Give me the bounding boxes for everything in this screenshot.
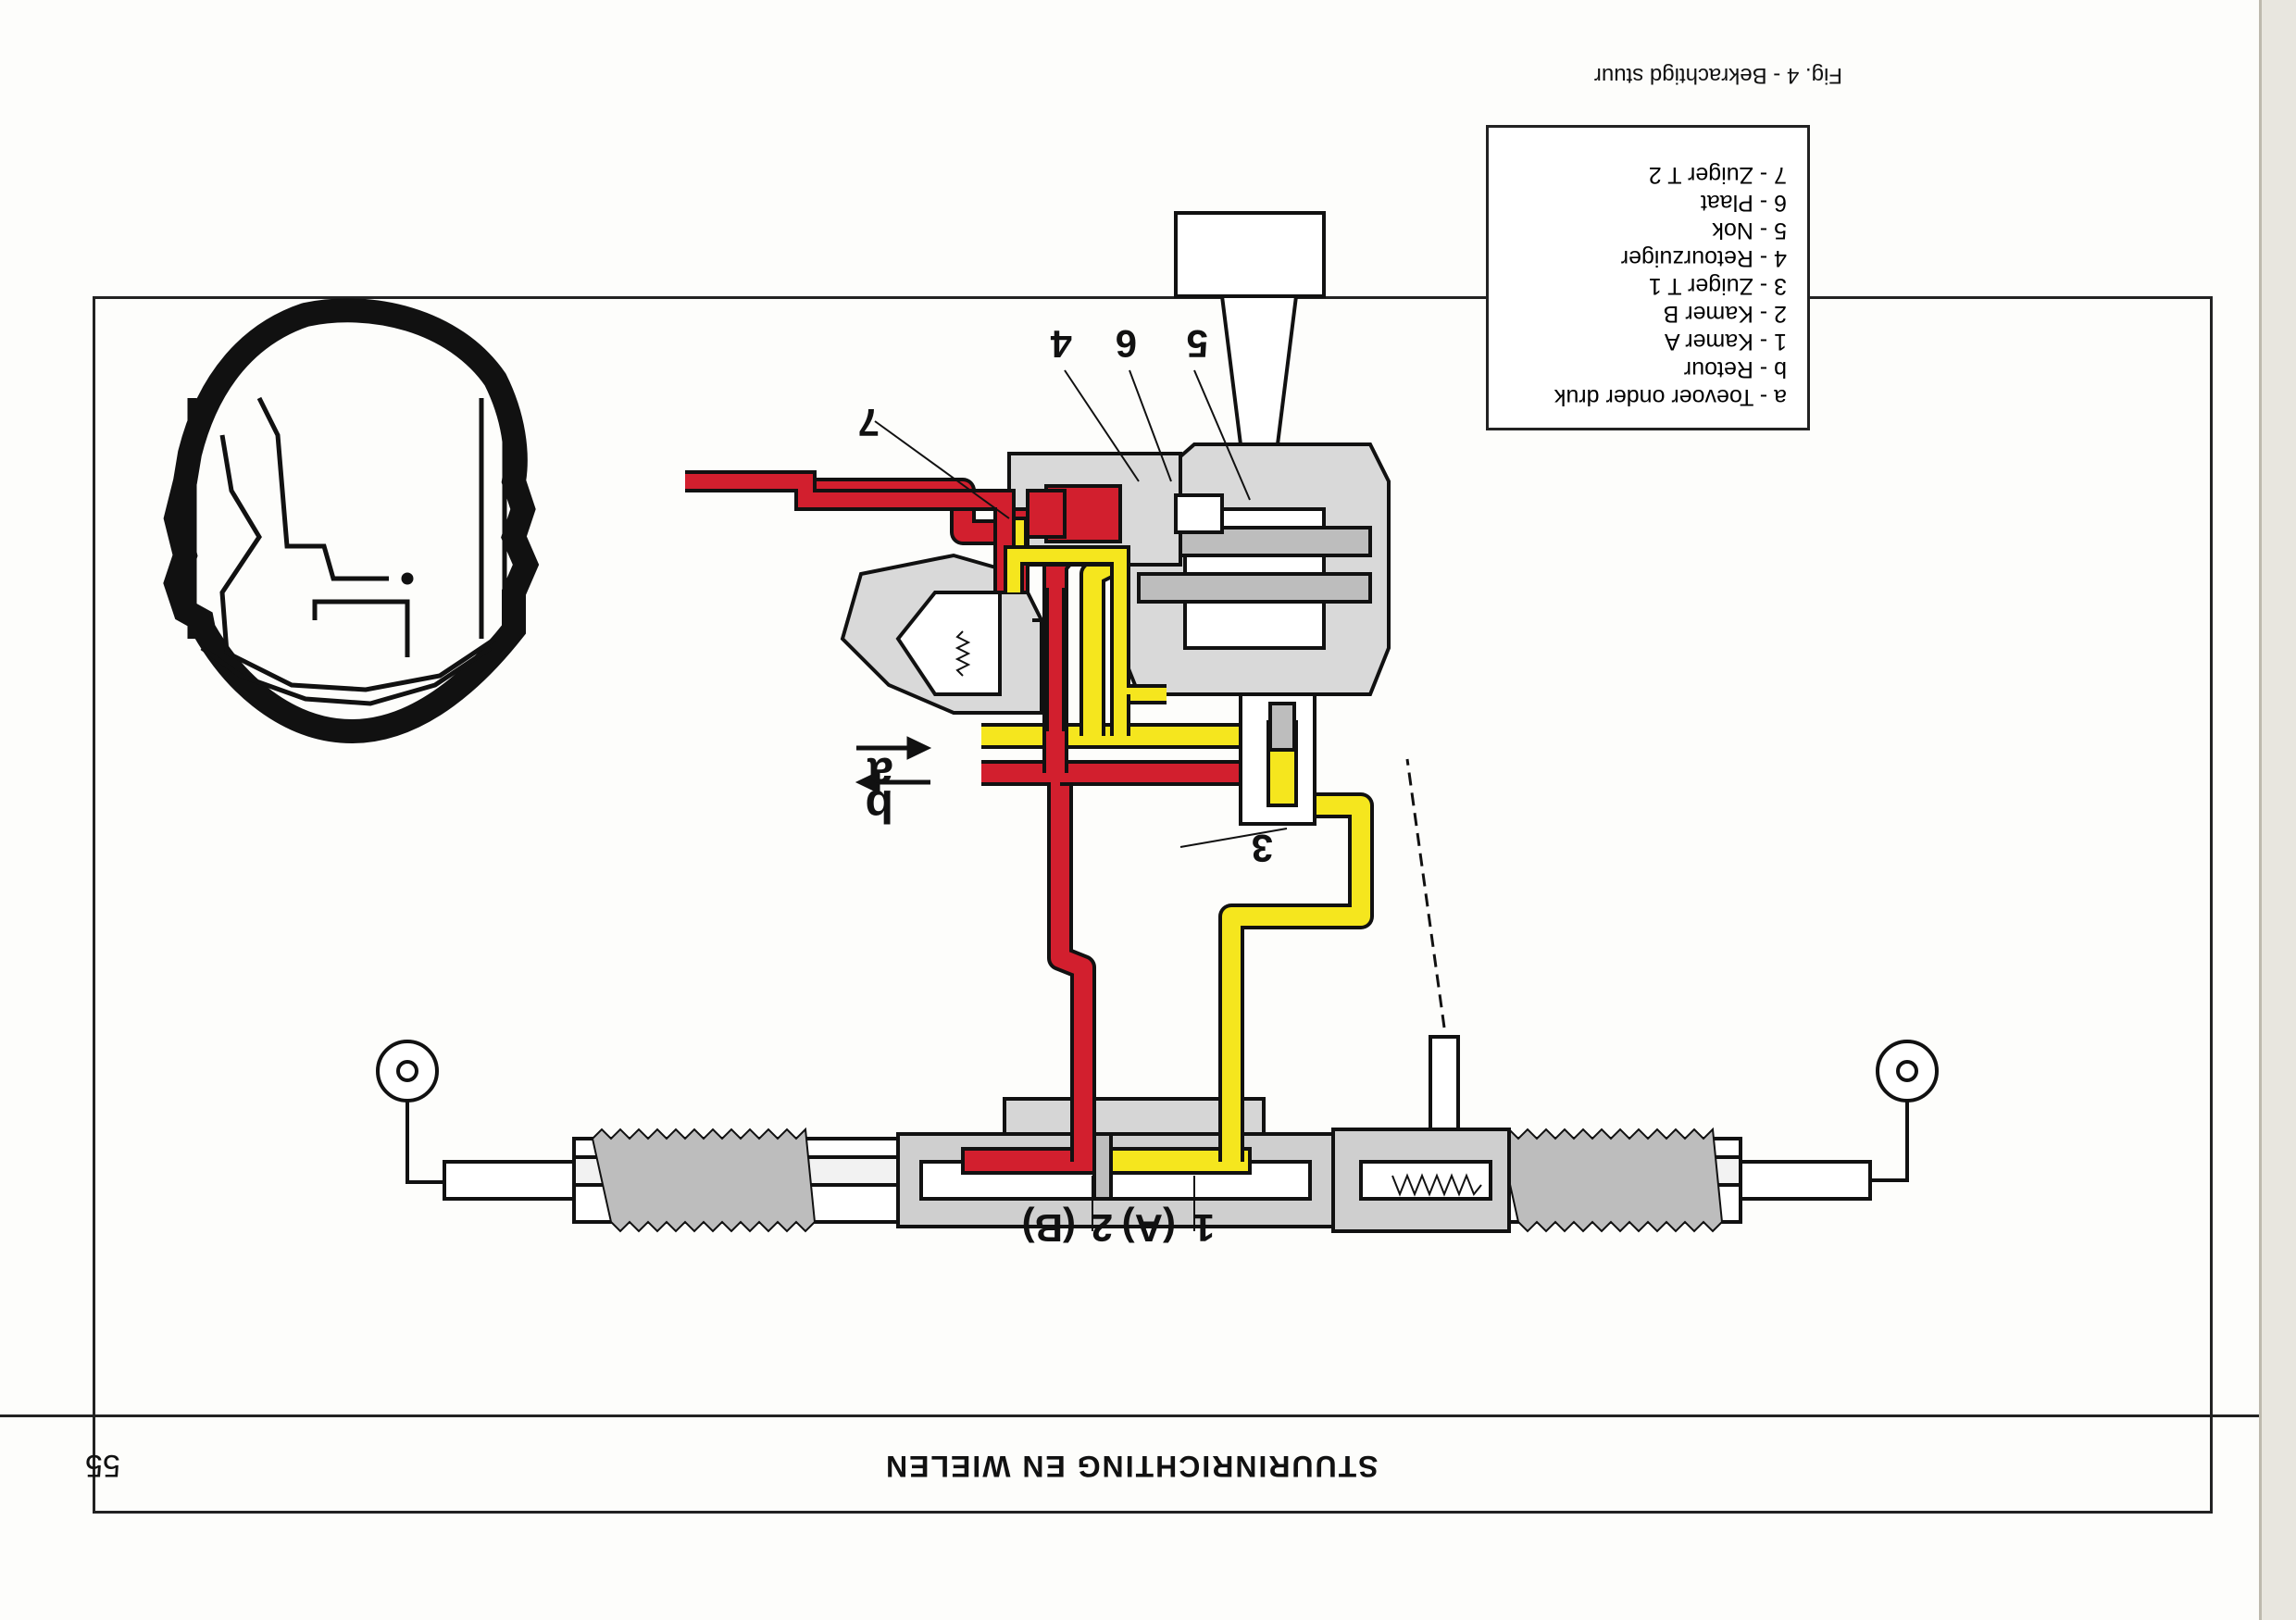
figure-caption: Fig. 4 - Bekrachtigd stuur (1593, 63, 1842, 88)
callout-4: 4 (1050, 322, 1072, 366)
legend-item-1: 1 - Kamer A (1665, 329, 1787, 355)
footer-title: STUURINRICHTING EN WIELEN (884, 1450, 1379, 1483)
legend-item-6: 6 - Plaat (1700, 190, 1787, 216)
flow-arrows (855, 736, 932, 794)
callout-A: (A) (1121, 1206, 1176, 1250)
leader-lines (874, 369, 1288, 1231)
footer-rule (0, 1414, 2259, 1417)
steering-rack (376, 758, 1939, 1233)
legend-item-3: 3 - Zuiger T 1 (1648, 273, 1787, 299)
legend-item-2: 2 - Kamer B (1663, 301, 1787, 327)
tyre (163, 298, 540, 744)
legend-item-7: 7 - Zuiger T 2 (1648, 162, 1787, 188)
callout-6: 6 (1115, 322, 1137, 366)
callout-5: 5 (1186, 322, 1208, 366)
callout-1: 1 (1192, 1206, 1215, 1250)
legend-item-4: 4 - Retourzuiger (1620, 245, 1787, 271)
port-label-a: a (867, 748, 893, 800)
valve-housing (1118, 211, 1391, 826)
legend-item-a: a - Toevoer onder druk (1554, 384, 1787, 410)
legend-box: a - Toevoer onder druk b - Retour 1 - Ka… (1486, 125, 1810, 430)
page-number: 55 (85, 1448, 120, 1483)
callout-7: 7 (857, 401, 880, 444)
return-lines (685, 470, 1167, 736)
callout-2: 2 (1091, 1206, 1113, 1250)
legend-item-b: b - Retour (1683, 356, 1787, 382)
callout-B: (B) (1021, 1206, 1076, 1250)
callout-3: 3 (1251, 827, 1273, 870)
wheel-rim (187, 396, 507, 692)
binding-edge (2259, 0, 2296, 1620)
legend-item-5: 5 - Nok (1712, 218, 1787, 243)
